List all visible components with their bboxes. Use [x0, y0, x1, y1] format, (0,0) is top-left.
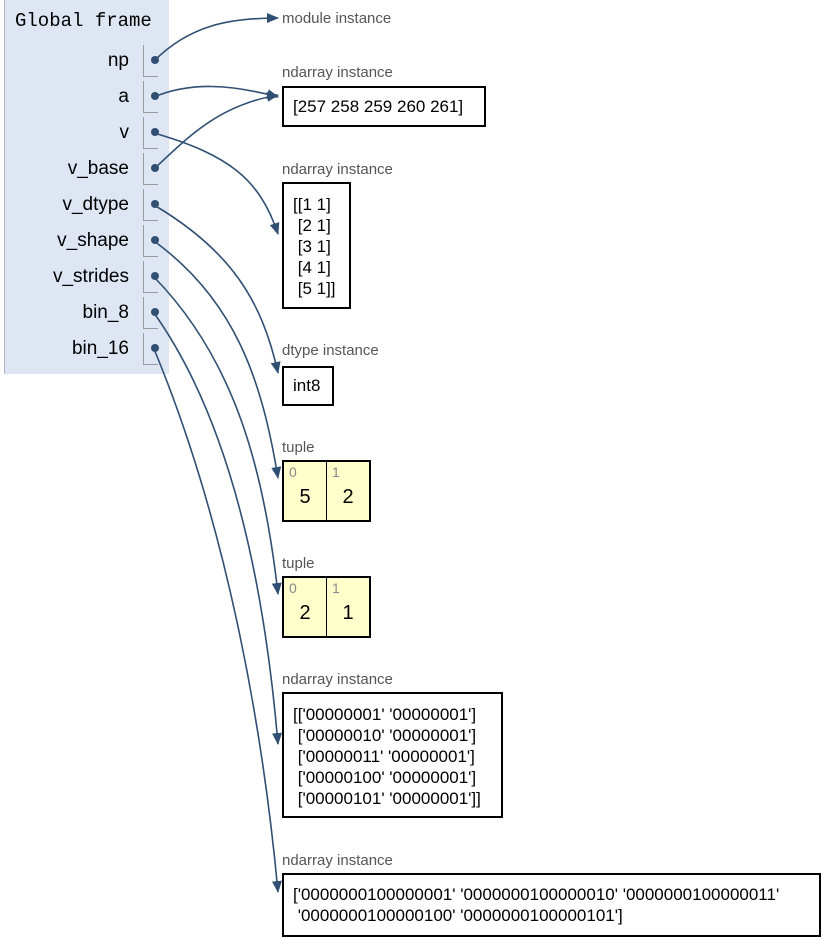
variable-v[interactable]: v: [5, 116, 169, 152]
tuple-cell: 0 5: [284, 462, 326, 520]
variable-name: v_shape: [57, 230, 129, 251]
global-frame: Global frame np a v v_base v_dtype v_sha…: [4, 0, 169, 374]
tuple-index: 1: [332, 580, 340, 596]
variable-np[interactable]: np: [5, 44, 169, 80]
pointer-arrow-v-base: [153, 91, 279, 170]
variable-name: a: [118, 86, 129, 107]
tuple-value: 5: [299, 486, 311, 508]
tuple-index: 0: [289, 464, 297, 480]
pointer-dot: [151, 344, 159, 352]
pointer-slot: [143, 297, 158, 329]
ndarray-bin16-label: ndarray instance: [282, 852, 393, 869]
dtype-instance-label: dtype instance: [282, 342, 379, 359]
pointer-slot: [143, 225, 158, 257]
ndarray-v-box[interactable]: [[1 1] [2 1] [3 1] [4 1] [5 1]]: [282, 182, 351, 309]
ndarray-v-label: ndarray instance: [282, 161, 393, 178]
tuple-shape[interactable]: 0 5 1 2: [282, 460, 371, 522]
pointer-dot: [151, 92, 159, 100]
variable-bin-16[interactable]: bin_16: [5, 332, 169, 368]
tuple-index: 1: [332, 464, 340, 480]
ndarray-bin8-label: ndarray instance: [282, 671, 393, 688]
ndarray-bin16-box[interactable]: ['0000000100000001' '0000000100000010' '…: [282, 873, 821, 937]
pointer-slot: [143, 81, 158, 113]
variable-bin-8[interactable]: bin_8: [5, 296, 169, 332]
pointer-slot: [143, 153, 158, 185]
ndarray-bin8-line: ['00000100' '00000001']: [293, 768, 477, 787]
tuple-index: 0: [289, 580, 297, 596]
ndarray-bin8-line: [['00000001' '00000001']: [293, 705, 477, 724]
tuple-strides[interactable]: 0 2 1 1: [282, 576, 371, 638]
ndarray-v-line: [3 1]: [293, 237, 331, 256]
pointer-dot: [151, 200, 159, 208]
tuple-cell: 1 2: [326, 462, 369, 520]
pointer-arrow-v: [153, 132, 280, 235]
ndarray-a-value: [257 258 259 260 261]: [293, 97, 464, 116]
pointer-slot: [143, 45, 158, 77]
pointer-arrow-np: [153, 13, 279, 62]
pointer-slot: [143, 117, 158, 149]
variable-name: v_strides: [52, 266, 129, 287]
pointer-arrow-a: [153, 85, 279, 99]
pointer-arrow-v-dtype: [153, 204, 281, 374]
pointer-slot: [143, 189, 158, 221]
pointer-dot: [151, 272, 159, 280]
pointer-dot: [151, 128, 159, 136]
variable-v-base[interactable]: v_base: [5, 152, 169, 188]
tuple-shape-label: tuple: [282, 439, 315, 456]
variable-name: v_base: [67, 158, 129, 179]
pointer-dot: [151, 308, 159, 316]
tuple-cell: 0 2: [284, 578, 326, 636]
variable-v-dtype[interactable]: v_dtype: [5, 188, 169, 224]
ndarray-v-line: [4 1]: [293, 258, 331, 277]
variable-v-strides[interactable]: v_strides: [5, 260, 169, 296]
pointer-arrow-v-strides: [153, 276, 282, 595]
pointer-dot: [151, 164, 159, 172]
variable-v-shape[interactable]: v_shape: [5, 224, 169, 260]
ndarray-a-box[interactable]: [257 258 259 260 261]: [282, 86, 486, 127]
variable-a[interactable]: a: [5, 80, 169, 116]
pointer-slot: [143, 333, 158, 365]
ndarray-v-line: [[1 1]: [293, 195, 331, 214]
pointer-slot: [143, 261, 158, 293]
ndarray-bin8-line: ['00000011' '00000001']: [293, 747, 475, 766]
module-instance-label: module instance: [282, 10, 392, 27]
frame-title: Global frame: [15, 10, 152, 32]
variable-name: np: [107, 50, 129, 71]
tuple-value: 2: [299, 602, 311, 624]
ndarray-a-label: ndarray instance: [282, 64, 393, 81]
pointer-arrow-bin-8: [153, 312, 283, 745]
ndarray-bin8-line: ['00000101' '00000001']]: [293, 789, 481, 808]
tuple-value: 1: [342, 602, 354, 624]
dtype-box[interactable]: int8: [282, 366, 334, 406]
ndarray-bin8-line: ['00000010' '00000001']: [293, 726, 477, 745]
variable-name: bin_8: [82, 302, 130, 323]
pointer-arrow-bin-16: [153, 348, 282, 893]
ndarray-v-line: [2 1]: [293, 216, 331, 235]
tuple-strides-label: tuple: [282, 555, 315, 572]
ndarray-bin16-line: '0000000100000100' '0000000100000101']: [293, 906, 623, 925]
tuple-value: 2: [342, 486, 354, 508]
variable-name: v_dtype: [62, 194, 129, 215]
pointer-dot: [151, 56, 159, 64]
tuple-cell: 1 1: [326, 578, 369, 636]
ndarray-bin16-line: ['0000000100000001' '0000000100000010' '…: [293, 885, 780, 904]
ndarray-v-line: [5 1]]: [293, 279, 336, 298]
ndarray-bin8-box[interactable]: [['00000001' '00000001'] ['00000010' '00…: [282, 692, 503, 818]
pointer-dot: [151, 236, 159, 244]
variable-name: v: [119, 122, 130, 143]
variable-name: bin_16: [71, 338, 129, 359]
dtype-value: int8: [293, 376, 321, 395]
pointer-arrow-v-shape: [153, 240, 282, 479]
